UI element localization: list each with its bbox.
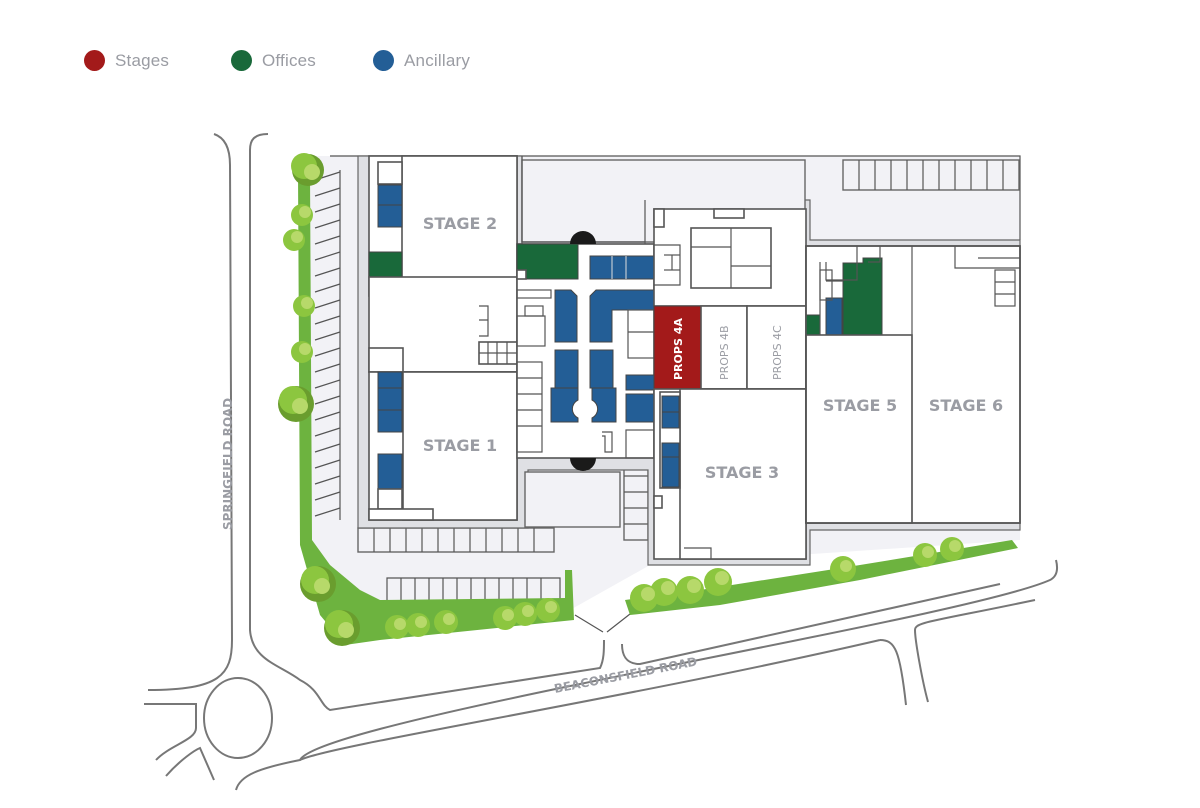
roundabout <box>203 677 273 759</box>
stage-2-building: STAGE 2 <box>368 155 518 297</box>
ancillary-room <box>589 349 614 389</box>
tree-icon <box>291 341 313 363</box>
office-room <box>516 243 579 280</box>
north-office-block <box>653 208 807 307</box>
tree-icon <box>291 153 324 186</box>
blue-circle-icon <box>373 50 394 71</box>
red-circle-icon <box>84 50 105 71</box>
parking-bays-west <box>314 171 341 517</box>
roundabout-west-arm <box>144 703 197 761</box>
side-road-west-edge <box>879 639 907 706</box>
props-4b[interactable] <box>700 305 748 390</box>
tree-icon <box>385 610 458 639</box>
west-middle-block <box>368 276 518 373</box>
side-road-east-edge <box>913 599 1036 703</box>
roundabout-southwest-arm <box>165 746 215 781</box>
ancillary-room <box>554 349 579 389</box>
office-room <box>842 257 883 336</box>
ancillary-room <box>377 184 403 206</box>
tree-icon <box>324 610 360 646</box>
legend-label-offices: Offices <box>262 50 316 70</box>
tree-icon <box>278 386 314 422</box>
east-building: STAGE 5 STAGE 6 <box>805 245 1021 524</box>
beaconsfield-road-label: BEACONSFIELD ROAD <box>553 654 698 695</box>
legend-item-stages: Stages <box>84 50 231 71</box>
tree-icon <box>300 566 336 602</box>
stage-3[interactable] <box>679 388 807 560</box>
ancillary-room <box>661 395 680 413</box>
ancillary-room <box>625 393 655 423</box>
stage-3-label: STAGE 3 <box>705 463 779 482</box>
springfield-road-east-edge <box>249 133 605 712</box>
tree-icon <box>293 295 315 317</box>
stage-1-building: STAGE 1 <box>368 371 518 521</box>
office-room <box>368 251 403 278</box>
entrance-canopy-south <box>570 458 596 471</box>
ancillary-room <box>377 409 403 433</box>
beaconsfield-road-south-edge <box>235 559 1059 791</box>
office-room <box>805 314 821 336</box>
stage-5-label: STAGE 5 <box>823 396 897 415</box>
stage-5[interactable] <box>806 335 912 523</box>
green-circle-icon <box>231 50 252 71</box>
tree-icon <box>493 598 560 630</box>
stage-1[interactable] <box>402 371 518 521</box>
landscaping <box>278 153 1018 646</box>
ancillary-room <box>554 289 578 343</box>
ancillary-room <box>550 387 579 423</box>
ancillary-room <box>377 204 403 228</box>
props-4b-label: PROPS 4B <box>718 325 731 380</box>
stage-6-label: STAGE 6 <box>929 396 1003 415</box>
ancillary-room <box>661 442 680 458</box>
props-4c-label: PROPS 4C <box>771 325 784 380</box>
tree-icon <box>291 204 313 226</box>
props-4c[interactable] <box>746 305 807 390</box>
stage-2-label: STAGE 2 <box>423 214 497 233</box>
props-4a[interactable] <box>653 305 702 390</box>
props-block: PROPS 4A PROPS 4B PROPS 4C <box>653 305 807 390</box>
entrance-canopy-north <box>570 231 596 244</box>
legend-label-ancillary: Ancillary <box>404 50 471 70</box>
tree-icon <box>283 229 305 251</box>
ancillary-room <box>661 456 680 488</box>
parking-bays-east <box>623 459 649 541</box>
ancillary-room <box>825 297 843 336</box>
parking-bays-south-1 <box>357 527 555 553</box>
springfield-road-label: SPRINGFIELD ROAD <box>221 398 235 530</box>
ancillary-room <box>591 387 617 423</box>
parking-bays-south-2 <box>386 577 561 606</box>
stage-1-label: STAGE 1 <box>423 436 497 455</box>
tree-icon <box>630 568 732 612</box>
props-4a-label: PROPS 4A <box>672 318 685 380</box>
springfield-road-west-edge <box>147 133 234 691</box>
tree-icon <box>830 556 856 582</box>
legend-item-ancillary: Ancillary <box>373 50 470 71</box>
map-legend: Stages Offices Ancillary <box>84 50 470 71</box>
parking-bays-north <box>842 159 1020 191</box>
ancillary-room <box>589 255 655 280</box>
legend-item-offices: Offices <box>231 50 373 71</box>
tree-icon <box>913 537 964 567</box>
ancillary-room <box>661 411 680 429</box>
central-core-building <box>516 231 655 471</box>
ancillary-room <box>625 374 655 391</box>
legend-label-stages: Stages <box>115 50 170 70</box>
beaconsfield-south-curb <box>299 639 881 761</box>
ancillary-room <box>377 453 403 490</box>
beaconsfield-road-north-edge <box>621 583 1001 666</box>
ancillary-room <box>377 387 403 411</box>
ancillary-room <box>377 371 403 389</box>
stage-3-building: STAGE 3 <box>653 388 807 560</box>
